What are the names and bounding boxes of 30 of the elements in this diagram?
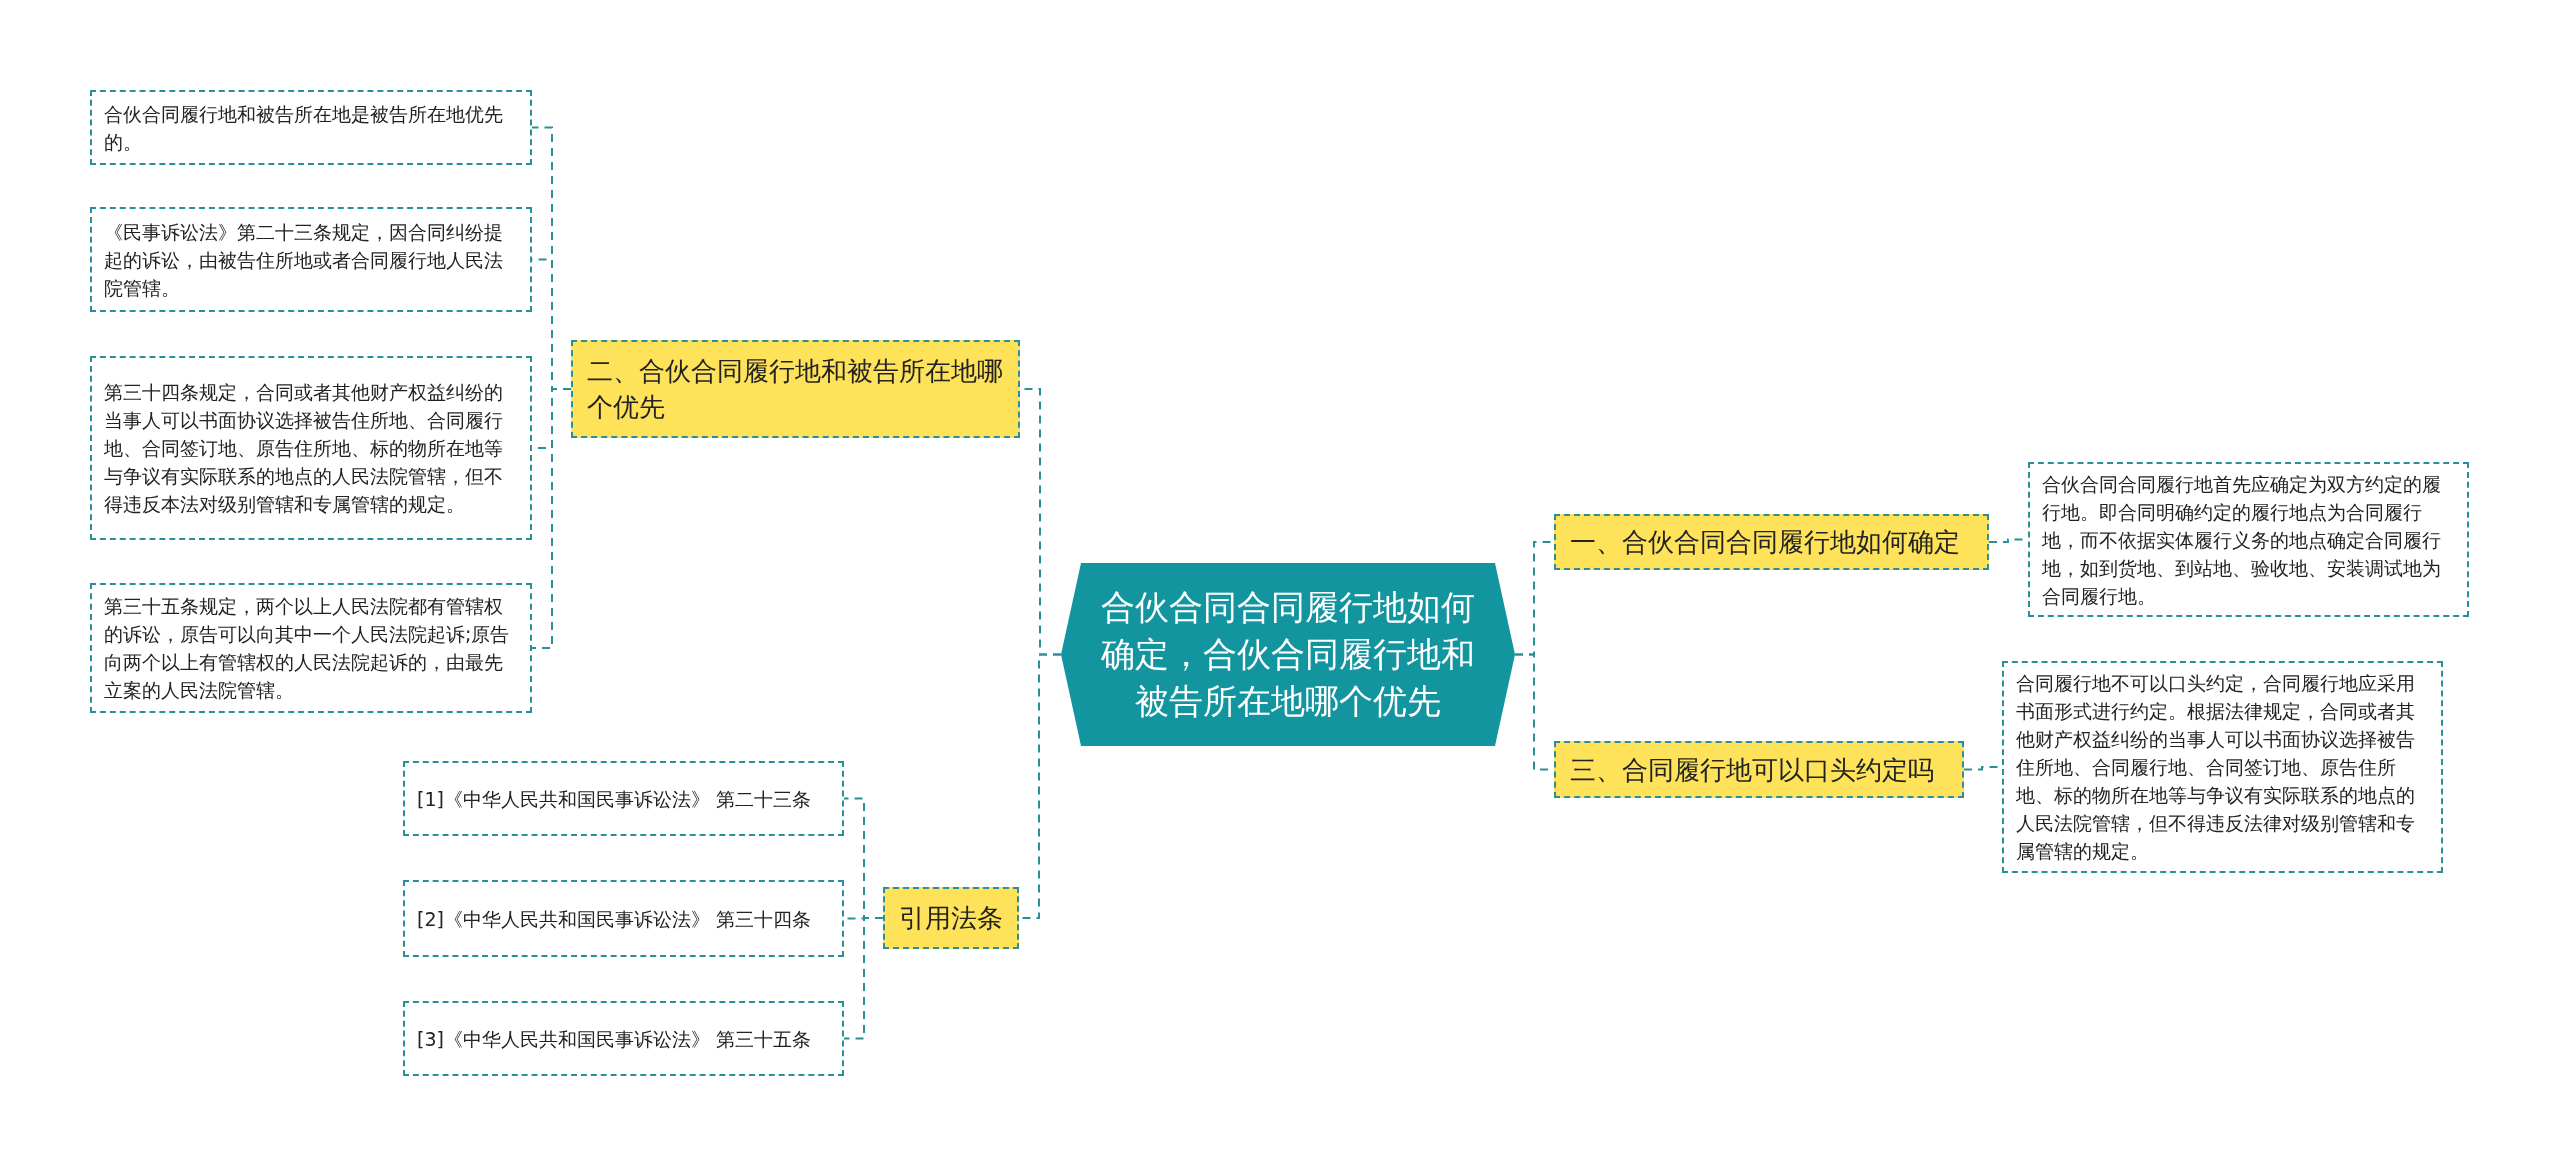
branch-box — [883, 887, 1019, 949]
branch-text: 三、合同履行地可以口头约定吗 — [1570, 753, 1934, 787]
note-box — [2002, 661, 2443, 873]
branch-box — [571, 340, 1020, 438]
note-text: 《民事诉讼法》第二十三条规定，因合同纠纷提起的诉讼，由被告住所地或者合同履行地人民法院管辖。 — [104, 219, 504, 301]
note-box — [403, 761, 844, 836]
branch-box — [1554, 514, 1989, 570]
note-box — [403, 1001, 844, 1076]
note-box — [403, 880, 844, 957]
connector — [843, 917, 884, 1040]
branch-text: 引用法条 — [899, 902, 1003, 935]
note-text: 合伙合同履行地和被告所在地是被告所在地优先的。 — [104, 101, 504, 155]
note-box — [90, 356, 532, 540]
note-text: 合同履行地不可以口头约定，合同履行地应采用书面形式进行约定。根据法律规定，合同或者其他财产权益纠纷的当事人可以书面协议选择被告住所地、合同履行地、合同签订地、原告住所地、标的物所在地等与争议有实际联系的地点的人民法院管辖，但不得违反法律对级别管辖和专属管辖的规定。 — [2016, 671, 2416, 864]
connector — [531, 388, 572, 649]
note-text: [1]《中华人民共和国民事诉讼法》 第二十三条 — [417, 786, 811, 812]
note-text: 合伙合同合同履行地首先应确定为双方约定的履行地。即合同明确约定的履行地点为合同履行地，而不依据实体履行义务的地点确定合同履行地，如到货地、到站地、验收地、安装调试地为合同履行地。 — [2042, 471, 2442, 609]
note-box — [90, 207, 532, 312]
note-box — [90, 583, 532, 713]
note-box — [90, 90, 532, 165]
note-text: 第三十四条规定，合同或者其他财产权益纠纷的当事人可以书面协议选择被告住所地、合同履行地、合同签订地、原告住所地、标的物所在地等与争议有实际联系的地点的人民法院管辖，但不得违反本法对级别管辖和专属管辖的规定。 — [104, 380, 504, 517]
topic-text: 合伙合同合同履行地如何确定，合伙合同履行地和被告所在地哪个优先 — [1100, 586, 1476, 723]
branch-text: 二、合伙合同履行地和被告所在地哪个优先 — [587, 355, 1004, 424]
branch-box — [1554, 741, 1964, 798]
topic-hexagon — [1061, 563, 1515, 746]
note-box — [2028, 462, 2469, 617]
branch-text: 一、合伙合同合同履行地如何确定 — [1570, 526, 1960, 559]
note-text: [2]《中华人民共和国民事诉讼法》 第三十四条 — [417, 906, 811, 932]
note-text: 第三十五条规定，两个以上人民法院都有管辖权的诉讼，原告可以向其中一个人民法院起诉;原告向两个以上有管辖权的人民法院起诉的，由最先立案的人民法院管辖。 — [104, 594, 511, 703]
note-text: [3]《中华人民共和国民事诉讼法》 第三十五条 — [417, 1026, 811, 1052]
